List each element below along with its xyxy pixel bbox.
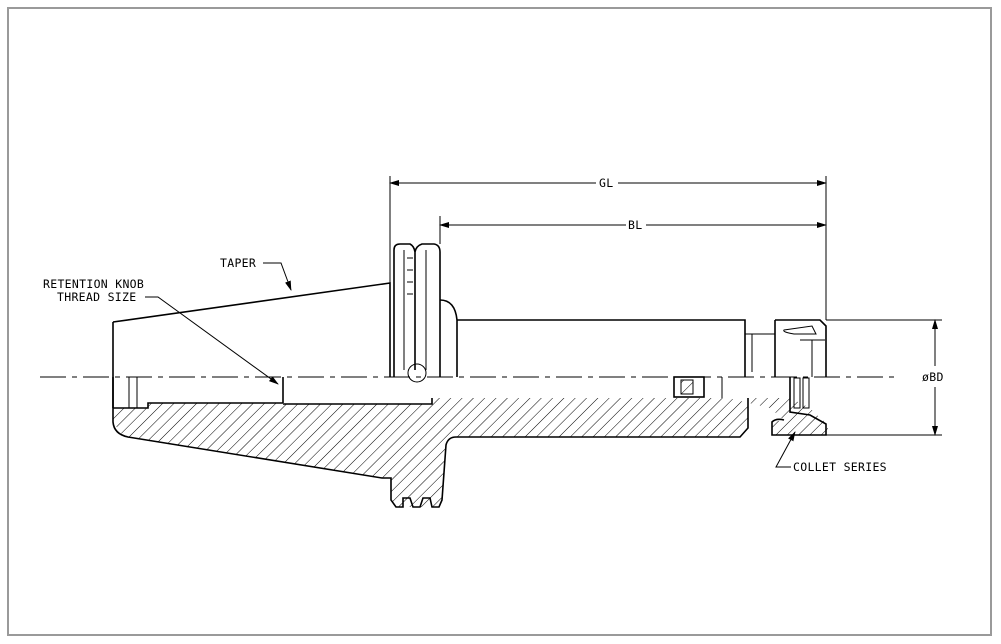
retention-leader bbox=[145, 296, 279, 385]
bl-label: BL bbox=[628, 218, 642, 232]
collet-tooth-b bbox=[802, 377, 810, 409]
shank-outline bbox=[112, 322, 749, 508]
set-screw bbox=[680, 379, 694, 395]
collet-tooth-a bbox=[793, 377, 801, 409]
collet-leader bbox=[775, 431, 796, 468]
drawing-frame bbox=[7, 7, 992, 636]
nut-lower bbox=[771, 377, 827, 436]
gl-label: GL bbox=[599, 176, 613, 190]
set-screw-pocket bbox=[673, 376, 705, 398]
taper-label: TAPER bbox=[220, 256, 256, 270]
bd-label: øBD bbox=[922, 370, 944, 384]
retention-label-line2: THREAD SIZE bbox=[57, 290, 136, 304]
collet-label: COLLET SERIES bbox=[793, 460, 887, 474]
taper-leader bbox=[263, 262, 292, 291]
drive-key-circle bbox=[407, 363, 427, 383]
body-upper bbox=[439, 299, 746, 377]
retention-label-line1: RETENTION KNOB bbox=[43, 277, 144, 291]
section-hatch bbox=[113, 398, 828, 507]
collet-slot bbox=[783, 325, 817, 335]
bore-step bbox=[113, 398, 433, 409]
collet-nut bbox=[775, 319, 827, 377]
flange bbox=[393, 243, 441, 377]
